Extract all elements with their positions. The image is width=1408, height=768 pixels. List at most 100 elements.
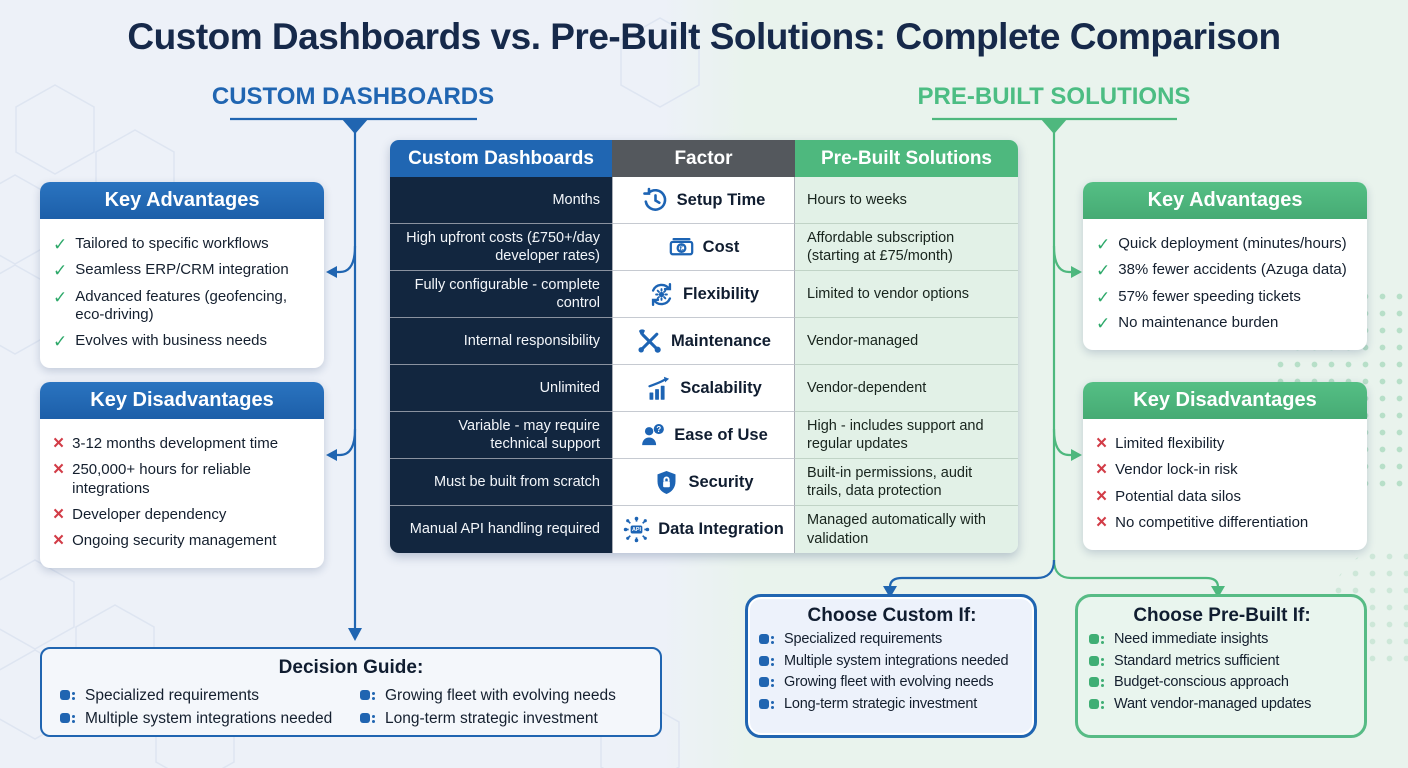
factor-label: Ease of Use: [674, 425, 768, 444]
table-header-factor: Factor: [612, 140, 795, 177]
list-item: Multiple system integrations needed: [60, 710, 342, 729]
list-item-text: Evolves with business needs: [75, 332, 268, 350]
list-item-text: Long-term strategic investment: [385, 709, 598, 727]
disadvantages-list: ×3-12 months development time ×250,000+ h…: [40, 419, 324, 568]
table-header-prebuilt: Pre-Built Solutions: [795, 140, 1018, 177]
list-item: ×No competitive differentiation: [1096, 513, 1359, 532]
square-bullet-icon: [1089, 634, 1106, 646]
factor-label: Scalability: [680, 378, 762, 397]
cross-icon: ×: [1096, 485, 1108, 507]
list-item-text: Multiple system integrations needed: [784, 652, 1009, 669]
list-item: ×3-12 months development time: [53, 434, 316, 453]
custom-advantages-card: Key Advantages ✓Tailored to specific wor…: [40, 182, 324, 369]
table-row: High upfront costs (£750+/day developer …: [390, 224, 1018, 271]
history-clock-icon: [642, 187, 669, 214]
list-item: ✓ No maintenance burden: [1096, 314, 1359, 332]
square-bullet-icon: [759, 677, 776, 689]
factor-label: Flexibility: [682, 284, 760, 303]
list-item-text: Developer dependency: [72, 505, 227, 523]
list-item-text: Need immediate insights: [1114, 631, 1269, 647]
wrench-icon: [636, 328, 663, 355]
list-item: Long-term strategic investment: [360, 710, 642, 729]
list-item: ×250,000+ hours for reliable integration…: [53, 460, 316, 498]
list-item-text: Growing fleet with evolving needs: [385, 687, 616, 704]
custom-cell: Unlimited: [390, 365, 612, 412]
custom-cell: Months: [390, 177, 612, 224]
square-bullet-icon: [759, 699, 776, 711]
choose-prebuilt-title: Choose Pre-Built If:: [1133, 605, 1311, 626]
list-item: ×Ongoing security management: [53, 531, 316, 550]
table-header-custom: Custom Dashboards: [390, 140, 612, 177]
factor-cell: Security: [612, 459, 795, 506]
check-icon: ✓: [1096, 261, 1111, 281]
list-item-text: Quick deployment (minutes/hours): [1118, 235, 1347, 252]
list-item-text: Advanced features (geofencing, eco-drivi…: [75, 287, 288, 323]
square-bullet-icon: [1089, 677, 1106, 689]
list-item-text: Tailored to specific workflows: [75, 235, 269, 252]
prebuilt-cell: Vendor-dependent: [795, 365, 1018, 412]
prebuilt-disadvantages-card: Key Disadvantages ×Limited flexibility×V…: [1083, 382, 1367, 551]
square-bullet-icon: [60, 712, 77, 725]
prebuilt-advantages-card: Key Advantages ✓Quick deployment (minute…: [1083, 182, 1367, 351]
decision-guide-title: Decision Guide:: [278, 657, 424, 678]
prebuilt-cell: Managed automatically with validation: [795, 506, 1018, 553]
check-icon: ✓: [1096, 313, 1111, 333]
table-row: Variable - may require technical support…: [390, 412, 1018, 459]
choose-custom-box: Choose Custom If: Specialized requiremen…: [745, 594, 1037, 738]
list-item: ✓Evolves with business needs: [53, 332, 316, 350]
list-item-text: Specialized requirements: [784, 631, 943, 647]
advantages-list: ✓Tailored to specific workflows✓Seamless…: [40, 219, 324, 368]
custom-cell: Manual API handling required: [390, 506, 612, 553]
api-integration-icon: API: [623, 516, 650, 543]
list-item: Specialized requirements: [60, 687, 342, 706]
factor-cell: Setup Time: [612, 177, 795, 224]
factor-cell: Flexibility: [612, 271, 795, 318]
list-item: ✓ Quick deployment (minutes/hours): [1096, 235, 1359, 253]
gear-sync-icon: [648, 281, 675, 308]
check-icon: ✓: [53, 235, 68, 254]
list-item-text: Budget-conscious approach: [1114, 674, 1289, 691]
square-bullet-icon: [60, 690, 77, 702]
list-item: ×Vendor lock-in risk: [1096, 460, 1359, 479]
factor-cell: Scalability: [612, 365, 795, 412]
check-icon: ✓: [1096, 235, 1111, 254]
prebuilt-cell: Vendor-managed: [795, 318, 1018, 365]
square-bullet-icon: [759, 634, 776, 646]
list-item: Want vendor-managed updates: [1089, 696, 1355, 714]
list-item-text: 250,000+ hours for reliable integrations: [72, 461, 251, 497]
list-item-text: No competitive differentiation: [1115, 513, 1309, 531]
banknote-icon: £: [668, 234, 695, 261]
list-item: Budget-conscious approach: [1089, 674, 1355, 692]
prebuilt-cell: Hours to weeks: [795, 177, 1018, 224]
factor-label: Setup Time: [676, 190, 766, 209]
table-row: Unlimited Scalability Vendor-dependent: [390, 365, 1018, 412]
square-bullet-icon: [360, 712, 377, 725]
cross-icon: ×: [1096, 433, 1108, 454]
factor-cell: Maintenance: [612, 318, 795, 365]
prebuilt-cell: Affordable subscription (starting at £75…: [795, 224, 1018, 271]
list-item-text: Vendor lock-in risk: [1115, 461, 1238, 479]
list-item-text: Long-term strategic investment: [784, 696, 978, 713]
list-item: Long-term strategic investment: [759, 696, 1025, 714]
list-item-text: Standard metrics sufficient: [1114, 652, 1280, 669]
square-bullet-icon: [360, 690, 377, 702]
custom-cell: High upfront costs (£750+/day developer …: [390, 224, 612, 271]
list-item: Growing fleet with evolving needs: [759, 674, 1025, 692]
list-item-text: No maintenance burden: [1118, 313, 1279, 331]
square-bullet-icon: [1089, 699, 1106, 711]
svg-text:£: £: [679, 243, 683, 252]
square-bullet-icon: [1089, 655, 1106, 668]
custom-disadvantages-card: Key Disadvantages ×3-12 months developme…: [40, 382, 324, 569]
growth-chart-icon: [645, 375, 672, 402]
custom-cell: Must be built from scratch: [390, 459, 612, 506]
choose-prebuilt-box: Choose Pre-Built If: Need immediate insi…: [1075, 594, 1367, 738]
list-item: ✓ Tailored to specific workflows: [53, 235, 316, 253]
